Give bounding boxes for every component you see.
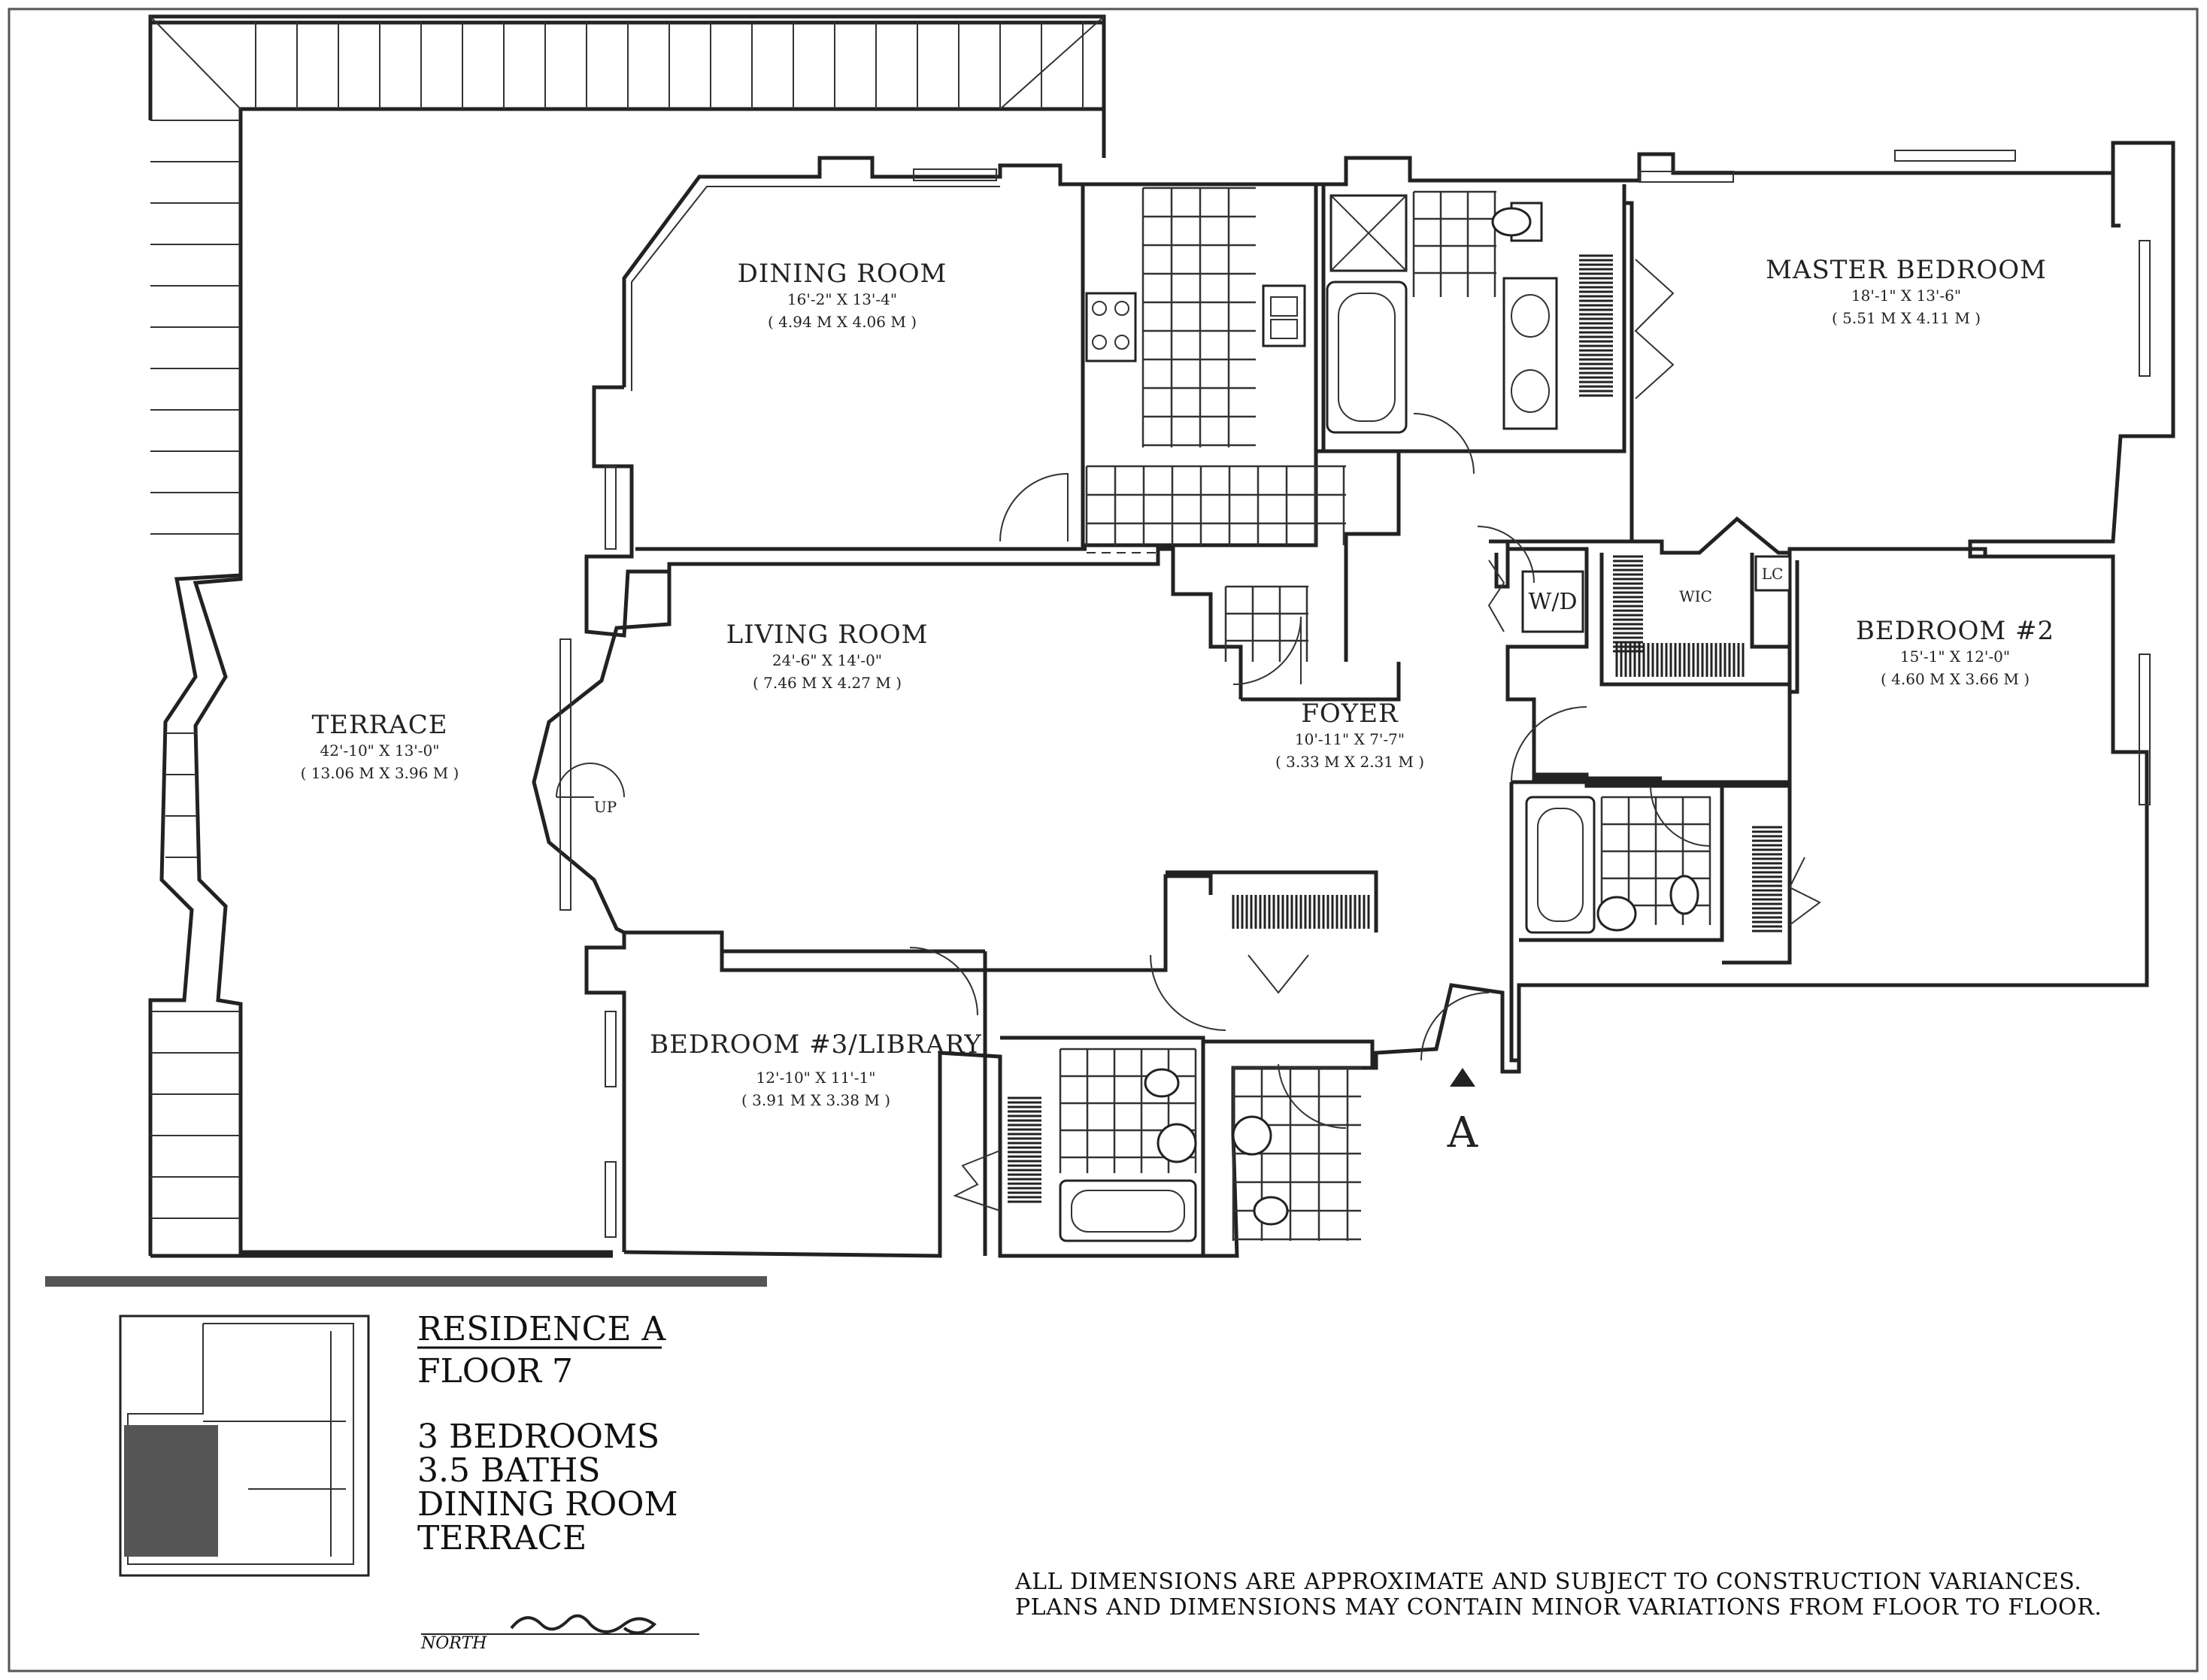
washer-dryer-label: W/D <box>1529 589 1578 615</box>
walk-in-closet-label: WIC <box>1679 587 1712 605</box>
room-bedroom-3: BEDROOM #3/LIBRARY 12'-10" X 11'-1" ( 3.… <box>650 1030 982 1109</box>
door-swings <box>556 259 1821 1211</box>
room-dimensions-imperial: 18'-1" X 13'-6" <box>1851 287 1961 305</box>
room-dimensions-imperial: 16'-2" X 13'-4" <box>787 290 897 308</box>
sink-icon <box>1232 1115 1272 1156</box>
page-frame <box>8 8 2199 1672</box>
room-living: LIVING ROOM 24'-6" X 14'-0" ( 7.46 M X 4… <box>726 620 929 692</box>
windows <box>559 150 2151 1238</box>
room-dimensions-imperial: 24'-6" X 14'-0" <box>772 651 882 669</box>
linen-closet-box <box>1754 555 1791 592</box>
room-dimensions-metric: ( 13.06 M X 3.96 M ) <box>301 764 459 782</box>
feature-item: 3 BEDROOMS <box>417 1418 659 1456</box>
floor-title: FLOOR 7 <box>417 1352 573 1390</box>
toilet-icon <box>1253 1196 1289 1226</box>
terrace-area <box>148 14 1106 1258</box>
room-dimensions-metric: ( 4.60 M X 3.66 M ) <box>1881 670 2030 688</box>
room-dimensions-imperial: 42'-10" X 13'-0" <box>320 741 440 760</box>
legend: RESIDENCE A FLOOR 7 3 BEDROOMS 3.5 BATHS… <box>417 1310 678 1557</box>
residence-title: RESIDENCE A <box>417 1310 666 1348</box>
entry-arrow-icon <box>1450 1068 1475 1087</box>
entry-marker: A <box>1447 1108 1478 1157</box>
bathtub-icon <box>1525 796 1596 934</box>
sink-icon <box>1157 1123 1197 1163</box>
disclaimer-line: ALL DIMENSIONS ARE APPROXIMATE AND SUBJE… <box>1014 1569 2081 1595</box>
bathtub-icon <box>1326 281 1408 434</box>
north-arrow: NORTH <box>420 1614 699 1653</box>
room-dimensions-imperial: 10'-11" X 7'-7" <box>1295 730 1405 748</box>
room-foyer: FOYER 10'-11" X 7'-7" ( 3.33 M X 2.31 M … <box>1275 699 1424 771</box>
room-dimensions-metric: ( 7.46 M X 4.27 M ) <box>753 674 902 692</box>
room-name: TERRACE <box>311 710 447 740</box>
stair-up-label: UP <box>594 798 617 816</box>
separator-bar <box>45 1276 767 1287</box>
tile-grids <box>1059 186 1711 1241</box>
room-dimensions-metric: ( 5.51 M X 4.11 M ) <box>1832 309 1981 327</box>
linen-closet-label: LC <box>1762 565 1784 583</box>
room-terrace: TERRACE 42'-10" X 13'-0" ( 13.06 M X 3.9… <box>301 710 459 782</box>
fixtures <box>1059 194 1791 1242</box>
toilet-icon <box>1144 1068 1180 1098</box>
feature-item: DINING ROOM <box>417 1485 678 1524</box>
double-vanity-icon <box>1502 277 1558 430</box>
disclaimer: ALL DIMENSIONS ARE APPROXIMATE AND SUBJE… <box>1014 1569 2102 1621</box>
room-name: LIVING ROOM <box>726 620 929 650</box>
room-name: FOYER <box>1301 699 1399 729</box>
room-master-bedroom: MASTER BEDROOM 18'-1" X 13'-6" ( 5.51 M … <box>1766 255 2047 327</box>
room-dimensions-metric: ( 3.91 M X 3.38 M ) <box>741 1091 890 1109</box>
toilet-icon <box>1669 875 1699 915</box>
room-name: BEDROOM #3/LIBRARY <box>650 1030 982 1060</box>
room-dimensions-metric: ( 4.94 M X 4.06 M ) <box>768 313 917 331</box>
north-label: NORTH <box>420 1634 487 1653</box>
sink-icon <box>1596 896 1637 932</box>
washer-dryer-box <box>1521 570 1584 633</box>
disclaimer-line: PLANS AND DIMENSIONS MAY CONTAIN MINOR V… <box>1015 1594 2102 1621</box>
room-name: BEDROOM #2 <box>1856 616 2054 646</box>
bathtub-icon <box>1059 1179 1197 1242</box>
room-name: MASTER BEDROOM <box>1766 255 2047 285</box>
feature-item: TERRACE <box>417 1519 587 1557</box>
room-name: DINING ROOM <box>738 259 947 289</box>
key-plan-highlight <box>124 1425 218 1557</box>
room-dimensions-imperial: 15'-1" X 12'-0" <box>1900 647 2010 666</box>
room-dining: DINING ROOM 16'-2" X 13'-4" ( 4.94 M X 4… <box>738 259 947 331</box>
north-arrow-icon <box>510 1614 657 1635</box>
room-dimensions-imperial: 12'-10" X 11'-1" <box>756 1069 876 1087</box>
room-bedroom-2: BEDROOM #2 15'-1" X 12'-0" ( 4.60 M X 3.… <box>1856 616 2054 688</box>
key-plan-thumbnail <box>119 1315 370 1577</box>
closet-rods <box>1008 254 1782 1203</box>
room-dimensions-metric: ( 3.33 M X 2.31 M ) <box>1275 753 1424 771</box>
feature-item: 3.5 BATHS <box>417 1451 601 1490</box>
